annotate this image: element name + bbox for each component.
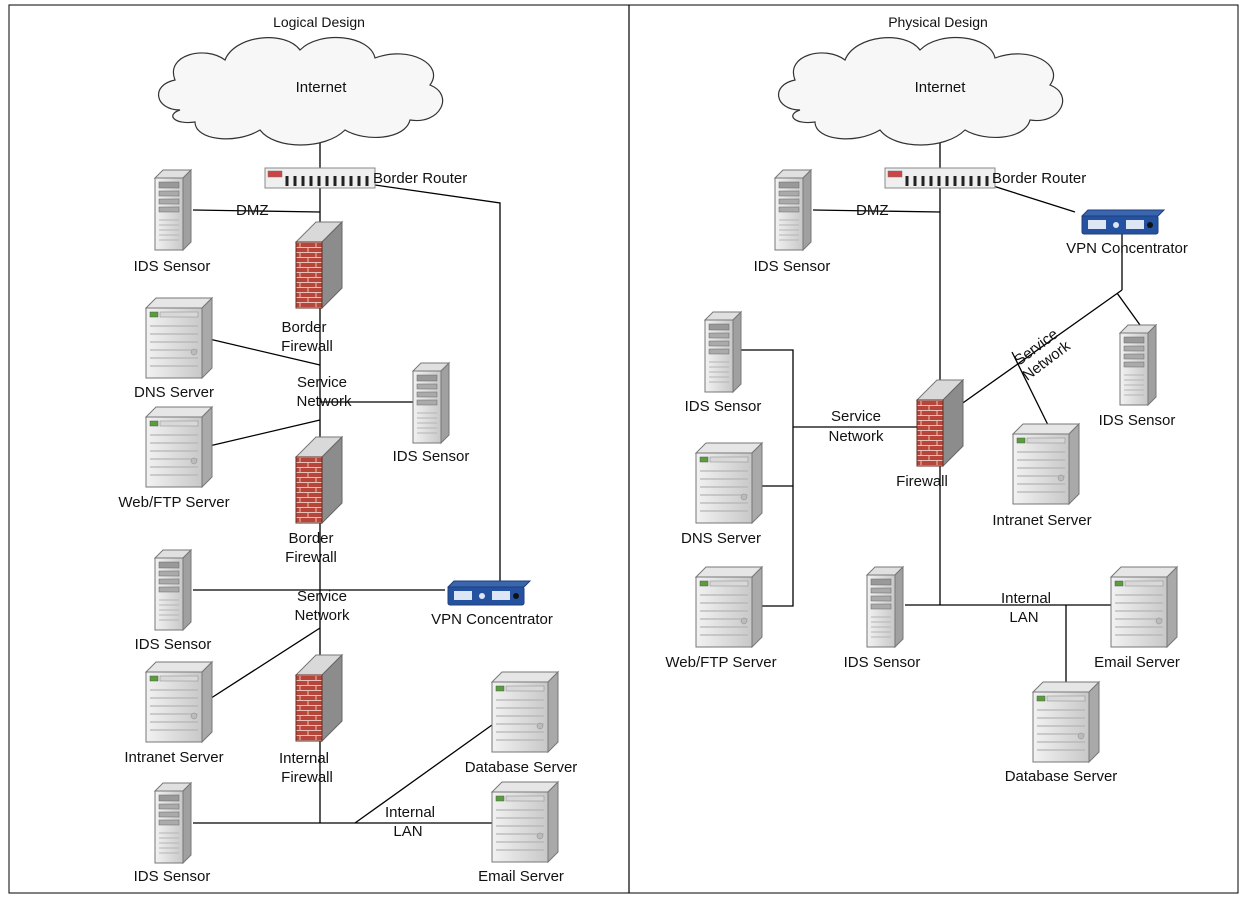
ids-sensor-label: IDS Sensor — [135, 636, 212, 653]
service-network-label-2: Network — [828, 428, 884, 445]
service-network-rotated: Service Network — [1011, 326, 1074, 385]
logical-design-panel: Logical Design Internet Border Router ID… — [118, 14, 577, 885]
dns-server-label: DNS Server — [134, 384, 214, 401]
border-firewall-label-1: Border — [281, 319, 326, 336]
internal-lan-label-1: Internal — [1001, 590, 1051, 607]
ids-sensor-icon — [1119, 324, 1157, 406]
vpn-concentrator-label: VPN Concentrator — [431, 611, 553, 628]
intranet-server-label: Intranet Server — [992, 512, 1091, 529]
border-firewall-label-2: Firewall — [285, 549, 337, 566]
outer-frame — [8, 4, 1239, 894]
service-network-label-1: Service — [831, 408, 881, 425]
email-server-label: Email Server — [1094, 654, 1180, 671]
ids-sensor-icon — [412, 362, 450, 444]
ids-sensor-icon — [774, 169, 812, 251]
service-network-label-1: Service — [297, 374, 347, 391]
border-router-label: Border Router — [992, 170, 1086, 187]
logical-title: Logical Design — [273, 14, 365, 30]
web-ftp-server-icon — [145, 406, 213, 488]
ids-sensor-icon — [154, 169, 192, 251]
vpn-concentrator-icon — [447, 580, 531, 606]
internet-label: Internet — [915, 79, 967, 96]
firewall-icon — [295, 221, 343, 309]
ids-sensor-icon — [866, 566, 904, 648]
firewall-label: Firewall — [896, 473, 948, 490]
firewall-icon — [295, 654, 343, 742]
ids-sensor-label: IDS Sensor — [754, 258, 831, 275]
dns-server-icon — [145, 297, 213, 379]
border-router-icon — [883, 166, 997, 190]
web-ftp-server-label: Web/FTP Server — [118, 494, 229, 511]
ids-sensor-icon — [154, 549, 192, 631]
logical-links — [192, 120, 501, 824]
border-router-label: Border Router — [373, 170, 467, 187]
border-firewall-label-1: Border — [288, 530, 333, 547]
email-server-icon — [1110, 566, 1178, 648]
internal-firewall-label-1: Internal — [279, 750, 329, 767]
intranet-server-icon — [1012, 423, 1080, 505]
ids-sensor-label: IDS Sensor — [134, 868, 211, 885]
internet-label: Internet — [296, 79, 348, 96]
web-ftp-server-icon — [695, 566, 763, 648]
internal-firewall-label-2: Firewall — [281, 769, 333, 786]
ids-sensor-label: IDS Sensor — [1099, 412, 1176, 429]
physical-title: Physical Design — [888, 14, 988, 30]
ids-sensor-label: IDS Sensor — [844, 654, 921, 671]
database-server-icon — [491, 671, 559, 753]
database-server-label: Database Server — [1005, 768, 1118, 785]
email-server-label: Email Server — [478, 868, 564, 885]
ids-sensor-label: IDS Sensor — [134, 258, 211, 275]
physical-design-panel: Physical Design Internet Border Router I… — [665, 14, 1187, 785]
firewall-icon — [295, 436, 343, 524]
dns-server-icon — [695, 442, 763, 524]
internal-lan-label-2: LAN — [393, 823, 422, 840]
border-router-icon — [263, 166, 377, 190]
database-server-icon — [1032, 681, 1100, 763]
intranet-server-label: Intranet Server — [124, 749, 223, 766]
ids-sensor-label: IDS Sensor — [685, 398, 762, 415]
email-server-icon — [491, 781, 559, 863]
ids-sensor-label: IDS Sensor — [393, 448, 470, 465]
service-network-label-1: Service — [297, 588, 347, 605]
intranet-server-icon — [145, 661, 213, 743]
web-ftp-server-label: Web/FTP Server — [665, 654, 776, 671]
internal-lan-label-2: LAN — [1009, 609, 1038, 626]
dmz-label: DMZ — [856, 202, 889, 219]
vpn-concentrator-icon — [1081, 209, 1165, 235]
service-network-label-2: Network — [294, 607, 350, 624]
internal-lan-label-1: Internal — [385, 804, 435, 821]
ids-sensor-icon — [704, 311, 742, 393]
border-firewall-label-2: Firewall — [281, 338, 333, 355]
ids-sensor-icon — [154, 782, 192, 864]
database-server-label: Database Server — [465, 759, 578, 776]
dmz-label: DMZ — [236, 202, 269, 219]
dns-server-label: DNS Server — [681, 530, 761, 547]
vpn-concentrator-label: VPN Concentrator — [1066, 240, 1188, 257]
service-network-label-2: Network — [296, 393, 352, 410]
firewall-icon — [916, 379, 964, 467]
